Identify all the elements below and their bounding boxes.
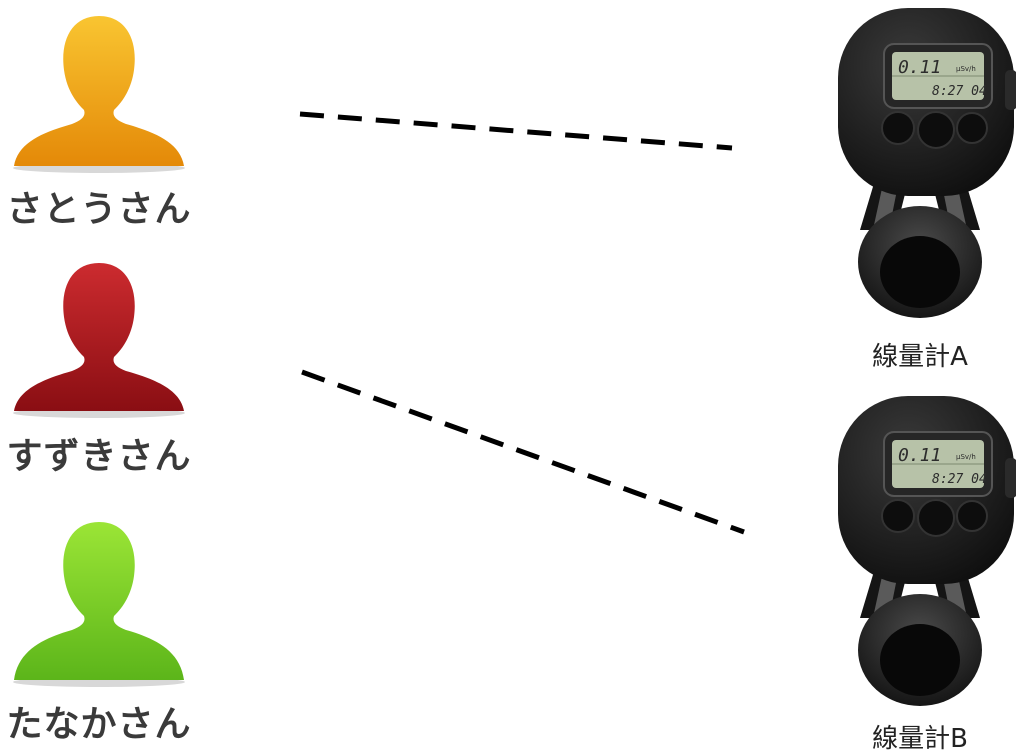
- person-icon: [13, 16, 185, 173]
- dosimeter-icon: 0.11 μSv/h 8:27 04: [838, 8, 1016, 318]
- dosimeter-b: 0.11 μSv/h 8:27 04 線量計B: [820, 388, 1016, 754]
- dosimeter-a: 0.11 μSv/h 8:27 04 線量計A: [820, 0, 1016, 372]
- dosimeter-icon: 0.11 μSv/h 8:27 04: [838, 396, 1016, 706]
- person-icon: [13, 263, 185, 418]
- person-suzuki: すずきさん: [4, 255, 194, 477]
- svg-text:8:27 04: 8:27 04: [932, 472, 987, 487]
- person-name: たなかさん: [6, 704, 192, 745]
- svg-text:0.11: 0.11: [898, 445, 941, 466]
- svg-text:0.11: 0.11: [898, 57, 941, 78]
- svg-text:8:27 04: 8:27 04: [932, 84, 987, 99]
- meter-label: 線量計B: [872, 724, 968, 754]
- person-name: さとうさん: [6, 189, 192, 230]
- svg-text:μSv/h: μSv/h: [956, 65, 976, 73]
- person-tanaka: たなかさん: [4, 500, 194, 745]
- svg-text:μSv/h: μSv/h: [956, 453, 976, 461]
- meter-label: 線量計A: [872, 342, 968, 372]
- person-name: すずきさん: [6, 436, 192, 477]
- link-suzuki-meter-b: [301, 369, 745, 535]
- person-icon: [13, 522, 185, 687]
- link-sato-meter-a: [299, 111, 733, 151]
- person-sato: さとうさん: [4, 0, 194, 230]
